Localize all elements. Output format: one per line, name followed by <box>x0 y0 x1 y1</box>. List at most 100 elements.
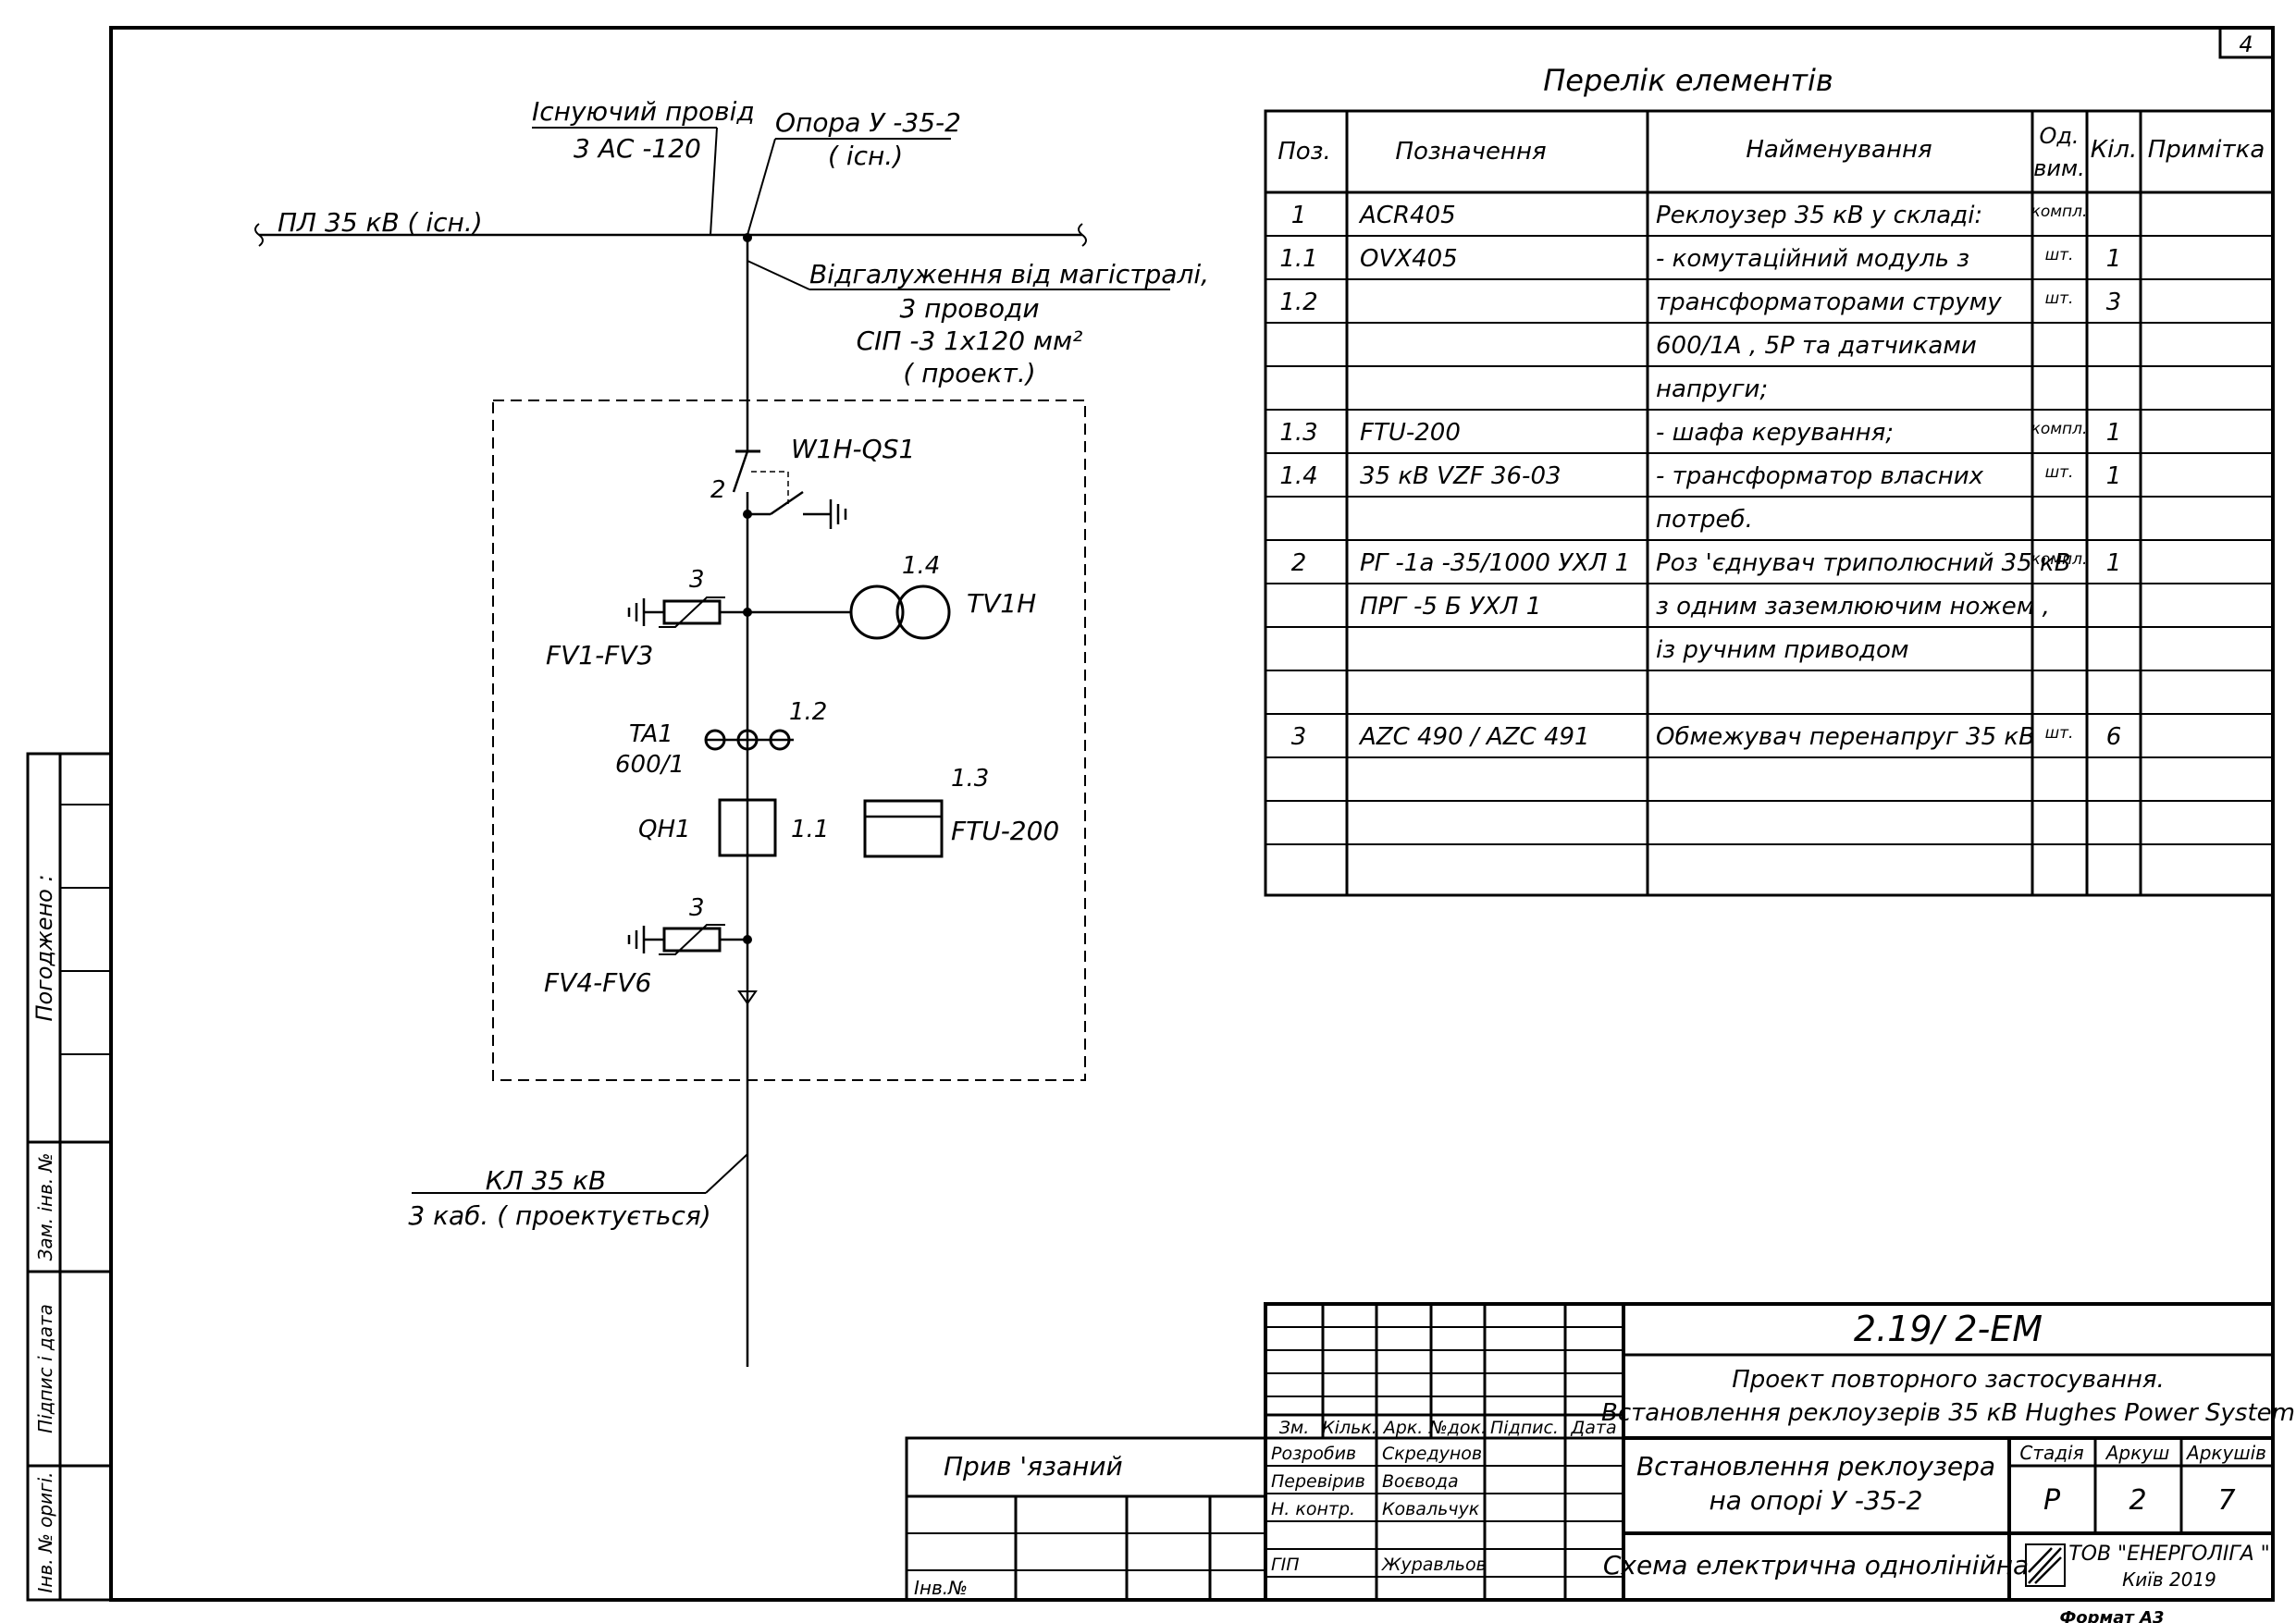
ct-symbol <box>704 729 794 751</box>
project-subtitle: Встановлення реклоузерів 35 кВ Hughes Po… <box>1601 1399 2295 1427</box>
replace-inv-label: Зам. інв. № <box>34 1153 56 1261</box>
cell-name: Обмежувач перенапруг 35 кВ <box>1656 723 2035 751</box>
cell-pos: 2 <box>1291 549 1307 577</box>
agreed-label: Погоджено : <box>31 874 57 1021</box>
cable-termination <box>737 990 758 1005</box>
cell-name: - комутаційний модуль з <box>1656 245 1969 273</box>
breaker-label: QH1 <box>638 816 691 843</box>
sheets-value: 7 <box>2217 1484 2235 1517</box>
ct-name: TA1 <box>629 720 673 748</box>
cell-designation: ПРГ -5 Б УХЛ 1 <box>1360 593 1541 621</box>
company-logo <box>2025 1543 2066 1587</box>
cell-name: - шафа керування; <box>1656 419 1894 447</box>
company-city-year: Київ 2019 <box>2122 1568 2216 1591</box>
elements-table-title: Перелік елементів <box>1543 63 1833 98</box>
rev-header-count: Кільк. <box>1322 1418 1377 1438</box>
table-row: потреб. <box>1656 506 1753 534</box>
header-name: Найменування <box>1746 136 1932 164</box>
cell-qty: 1 <box>2106 419 2122 447</box>
cell-unit: компл. <box>2031 550 2088 569</box>
single-line-schematic: ПЛ 35 кВ ( існ.) Існуючий провід 3 АС -1… <box>254 96 1209 1367</box>
disconnector-pos: 2 <box>710 476 726 504</box>
cell-qty: 3 <box>2106 289 2122 316</box>
sheet-number: 4 <box>2239 31 2253 57</box>
header-note: Примітка <box>2148 136 2265 164</box>
cell-name: напруги; <box>1656 375 1768 403</box>
cell-designation: AZC 490 / AZC 491 <box>1358 723 1590 751</box>
rev-header-signature: Підпис. <box>1490 1418 1559 1438</box>
line-break-left <box>254 223 264 247</box>
cable-label: КЛ 35 кВ <box>486 1165 606 1196</box>
role-checker: Перевірив <box>1271 1471 1365 1492</box>
ftu-symbol <box>863 799 944 858</box>
sheet-header: Аркуш <box>2105 1442 2170 1464</box>
arrester-top-pos: 3 <box>689 566 705 594</box>
disconnector-symbol <box>732 449 847 529</box>
binding-label: Прив 'язаний <box>944 1451 1123 1482</box>
header-pos: Поз. <box>1278 138 1331 166</box>
rev-header-date: Дата <box>1570 1418 1616 1438</box>
table-row: 600/1А , 5Р та датчиками <box>1656 332 1977 360</box>
cell-qty: 1 <box>2106 462 2122 490</box>
breaker-pos: 1.1 <box>791 816 829 843</box>
header-designation: Позначення <box>1395 138 1546 166</box>
cell-pos: 1.4 <box>1279 462 1317 490</box>
breaker-symbol <box>718 798 777 857</box>
branch-label: Відгалуження від магістралі, <box>809 259 1209 289</box>
arrester-bottom-label: FV4-FV6 <box>544 967 651 998</box>
company-name: ТОВ "ЕНЕРГОЛІГА " <box>2068 1543 2270 1566</box>
rev-header-sheet: Арк. <box>1382 1418 1424 1438</box>
pole-label: Опора У -35-2 <box>775 107 961 138</box>
line-label: ПЛ 35 кВ ( існ.) <box>278 207 483 238</box>
sheet-value: 2 <box>2129 1484 2146 1517</box>
cell-unit: шт. <box>2045 289 2074 308</box>
cell-pos: 1.1 <box>1279 245 1317 273</box>
cell-designation: ACR405 <box>1358 202 1456 229</box>
header-unit-2: вим. <box>2033 155 2084 181</box>
cell-name: з одним заземлюючим ножем , <box>1656 593 2050 621</box>
ftu-pos: 1.3 <box>951 765 989 793</box>
cell-qty: 1 <box>2106 549 2122 577</box>
rev-header-doc: №док. <box>1428 1418 1487 1438</box>
cell-name: 600/1А , 5Р та датчиками <box>1656 332 1977 360</box>
cell-unit: компл. <box>2031 203 2088 221</box>
drawing-name: Схема електрична однолінійна <box>1603 1550 2029 1580</box>
branch-cable: СІП -3 1х120 мм² <box>857 326 1083 356</box>
cell-designation: FTU-200 <box>1360 419 1461 447</box>
pole-status: ( існ.) <box>828 141 903 171</box>
rev-header-change: Зм. <box>1279 1418 1310 1438</box>
name-checker: Воєвода <box>1382 1471 1459 1492</box>
cell-name: Реклоузер 35 кВ у складі: <box>1656 202 1982 229</box>
arrester-top-label: FV1-FV3 <box>546 640 653 670</box>
format-label: Формат А3 <box>2059 1608 2164 1623</box>
line-break-right <box>1078 223 1087 247</box>
stage-value: Р <box>2043 1484 2061 1517</box>
cell-pos: 1.2 <box>1279 289 1317 316</box>
role-norm-control: Н. контр. <box>1271 1499 1355 1519</box>
disconnector-label: W1H-QS1 <box>791 434 915 464</box>
stage-header: Стадія <box>2019 1442 2083 1464</box>
existing-wire-spec: 3 АС -120 <box>574 133 701 164</box>
orig-inv-label: Інв. № оригі. <box>34 1472 56 1593</box>
cell-name: із ручним приводом <box>1656 636 1908 664</box>
arrester-bottom-pos: 3 <box>689 894 705 922</box>
role-chief-engineer: ГІП <box>1271 1555 1299 1575</box>
cell-unit: шт. <box>2045 724 2074 743</box>
arrester-top-symbol <box>627 596 752 628</box>
ct-pos: 1.2 <box>789 698 827 726</box>
binding-block: Прив 'язаний Інв.№ <box>905 1436 1267 1602</box>
cell-qty: 1 <box>2106 245 2122 273</box>
cell-name: - трансформатор власних <box>1656 462 1984 490</box>
name-chief-engineer: Журавльов <box>1381 1555 1487 1575</box>
header-qty: Кіл. <box>2091 136 2138 164</box>
ct-ratio: 600/1 <box>615 751 685 779</box>
recloser-boundary <box>492 400 1086 1081</box>
signature-date-label: Підпис і дата <box>34 1304 56 1433</box>
arrester-bottom-symbol <box>627 924 752 955</box>
